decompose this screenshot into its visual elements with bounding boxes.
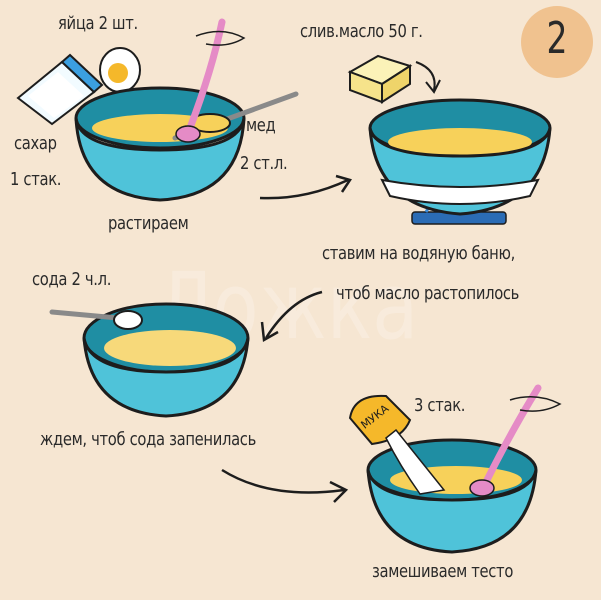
mixing-spoon-icon [186,18,226,132]
step-number: 2 [546,13,568,64]
soda-spoon-icon [49,309,121,321]
wait-soda-label: ждем, чтоб сода запенилась [40,429,256,450]
bowl-dough: МУКА [348,384,562,554]
eggs-label: яйца 2 шт. [58,13,138,34]
arrow-icon [264,290,323,339]
honey-label: мед [246,115,276,136]
arrow-icon [259,178,349,200]
bowl-soda [49,302,250,418]
step-number-badge: 2 [521,6,593,78]
arrow-head-icon [335,174,352,193]
arrow-icon [415,61,436,91]
flour-bag-icon: МУКА [348,394,446,495]
arrow-icon [221,468,345,494]
bowl-rub [16,18,299,202]
butter-label: слив.масло 50 г. [300,21,423,42]
soda-label: сода 2 ч.л. [32,269,112,290]
knead-label: замешиваем тесто [372,561,514,582]
rub-label: растираем [108,213,189,234]
sugar-label: сахар [14,133,57,154]
bowl-water-bath [347,54,552,225]
honey-amount-label: 2 ст.л. [240,153,288,174]
sugar-amount-label: 1 стак. [10,169,62,190]
water-bath-label: ставим на водяную баню, [322,243,515,264]
butter-icon [347,54,413,104]
flour-amount-label: 3 стак. [414,395,466,416]
melt-butter-label: чтоб масло растопилось [336,283,520,304]
